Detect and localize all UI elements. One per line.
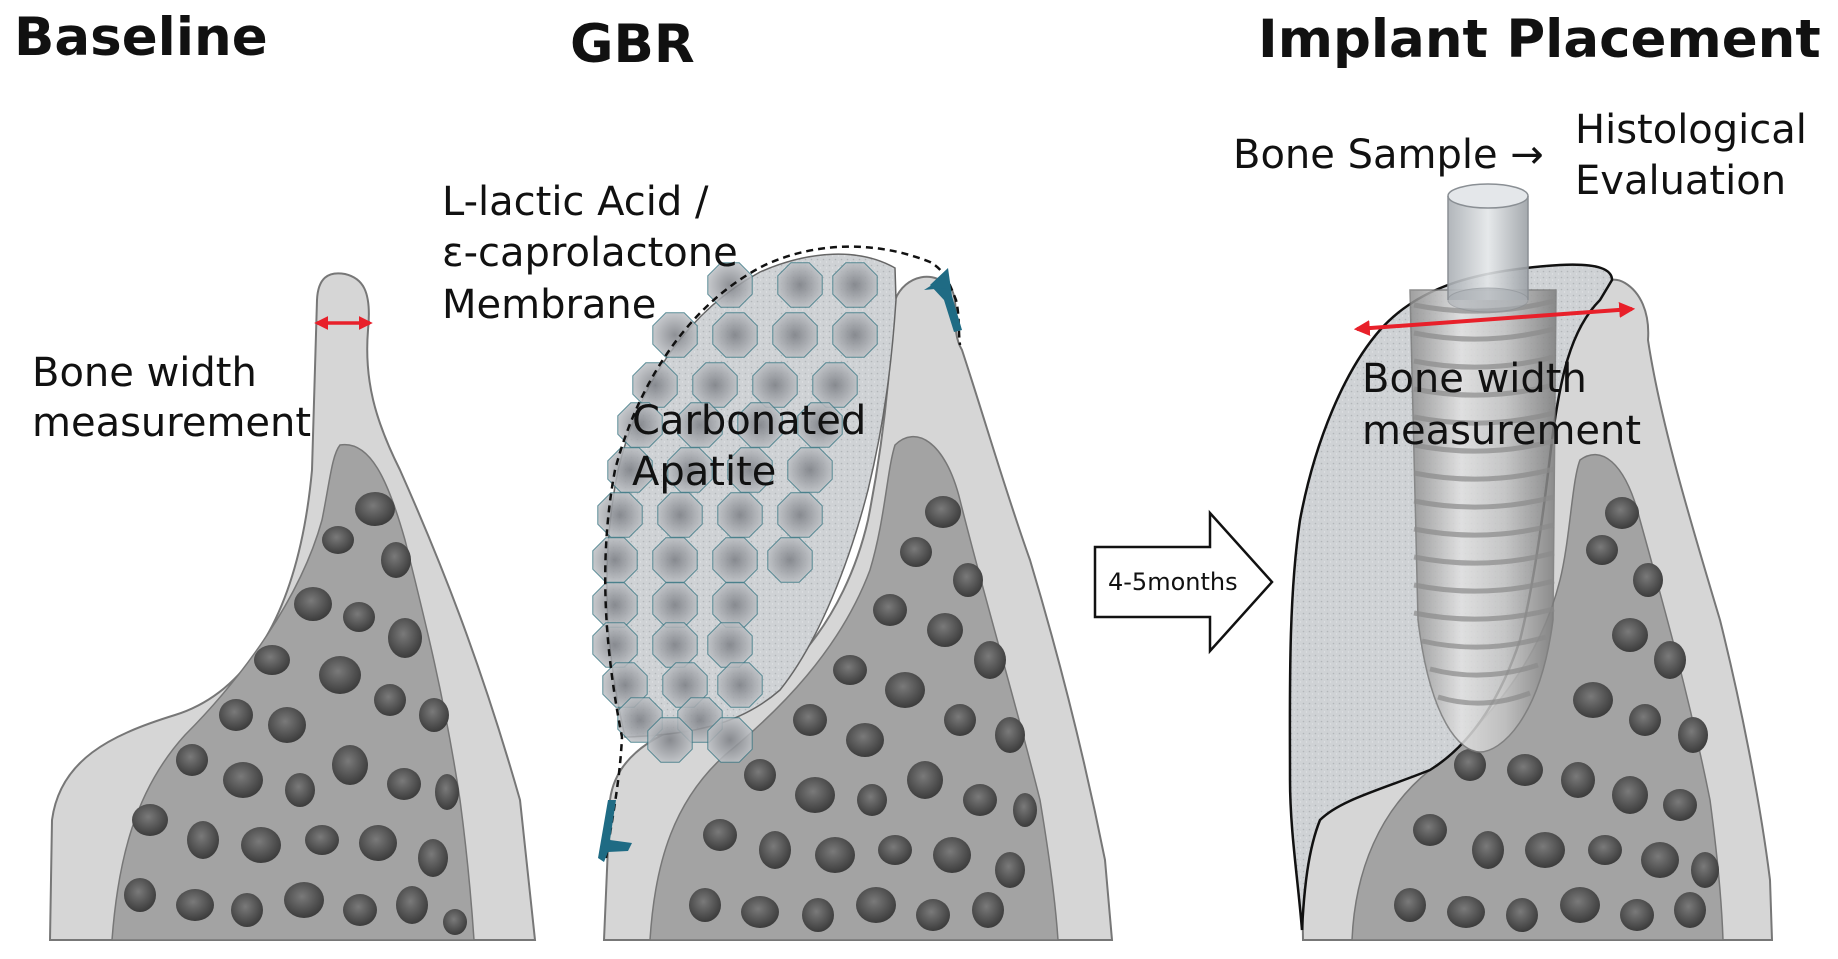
apatite-granule bbox=[812, 362, 858, 408]
baseline-bone-width-label-line2: measurement bbox=[32, 400, 311, 446]
implant-thread bbox=[1413, 606, 1555, 622]
baseline-marrow-spaces bbox=[124, 492, 467, 935]
apatite-granule bbox=[797, 402, 843, 448]
apatite-granule bbox=[652, 622, 698, 668]
apatite-granule bbox=[592, 582, 638, 628]
baseline-bone-width-label-line1: Bone width bbox=[32, 350, 257, 396]
apatite-granule bbox=[717, 662, 763, 708]
implant-thread bbox=[1437, 690, 1531, 706]
baseline-panel bbox=[48, 272, 537, 941]
apatite-granule bbox=[652, 537, 698, 583]
apatite-granule bbox=[667, 447, 713, 493]
membrane-label-line3: Membrane bbox=[442, 282, 656, 328]
title-implant-placement: Implant Placement bbox=[1258, 9, 1821, 70]
gbr-panel bbox=[592, 245, 1114, 941]
apatite-granule bbox=[707, 717, 753, 763]
implant-thread bbox=[1413, 550, 1555, 566]
apatite-granule bbox=[777, 262, 823, 308]
bone-sample-label: Bone Sample → bbox=[1233, 132, 1544, 178]
apatite-granule bbox=[657, 492, 703, 538]
apatite-granule bbox=[717, 492, 763, 538]
membrane-line bbox=[603, 245, 962, 859]
implant-thread bbox=[1413, 438, 1555, 454]
transition-duration-label: 4-5months bbox=[1108, 568, 1238, 596]
implant-thread bbox=[1413, 494, 1555, 510]
implant-thread bbox=[1413, 522, 1555, 538]
membrane-pin-bottom bbox=[598, 800, 632, 862]
apatite-granule bbox=[707, 262, 753, 308]
apatite-granule bbox=[712, 537, 758, 583]
implant-bone-width-label-line2: measurement bbox=[1362, 408, 1641, 454]
implant-thread bbox=[1413, 578, 1555, 594]
apatite-granule bbox=[787, 447, 833, 493]
apatite-label-line2: Apatite bbox=[632, 449, 776, 495]
apatite-granule bbox=[767, 537, 813, 583]
apatite-granule bbox=[832, 262, 878, 308]
implant-thread bbox=[1413, 382, 1555, 398]
apatite-granule bbox=[707, 622, 753, 668]
apatite-granule bbox=[712, 582, 758, 628]
implant-bone-width-label-line1: Bone width bbox=[1362, 356, 1587, 402]
apatite-granule bbox=[712, 312, 758, 358]
apatite-label-line1: Carbonated bbox=[632, 398, 866, 444]
apatite-granules bbox=[592, 262, 878, 763]
implant-thread bbox=[1421, 634, 1547, 650]
implant-thread bbox=[1429, 662, 1539, 678]
apatite-granule bbox=[652, 582, 698, 628]
implant-thread bbox=[1413, 410, 1555, 426]
gbr-marrow-spaces bbox=[689, 496, 1037, 932]
implant-width-measure-arrow bbox=[1353, 301, 1636, 337]
title-gbr: GBR bbox=[570, 14, 695, 75]
histological-label-line2: Evaluation bbox=[1575, 158, 1786, 204]
membrane-pin-top bbox=[924, 268, 962, 332]
apatite-granule bbox=[592, 537, 638, 583]
apatite-granule bbox=[727, 447, 773, 493]
apatite-granule bbox=[617, 402, 663, 448]
title-baseline: Baseline bbox=[14, 7, 268, 68]
apatite-granule bbox=[832, 312, 878, 358]
apatite-granule bbox=[597, 492, 643, 538]
histological-label-line1: Histological bbox=[1575, 107, 1807, 153]
apatite-granule bbox=[737, 402, 783, 448]
apatite-granule bbox=[692, 362, 738, 408]
implant-marrow-spaces bbox=[1394, 497, 1719, 932]
implant-panel bbox=[1288, 183, 1774, 941]
implant-thread bbox=[1413, 466, 1555, 482]
apatite-granule bbox=[632, 362, 678, 408]
time-transition-arrow bbox=[1093, 509, 1274, 655]
apatite-granule bbox=[777, 492, 823, 538]
apatite-granule bbox=[647, 717, 693, 763]
bone-sample-cylinder bbox=[1447, 183, 1529, 313]
apatite-granule bbox=[677, 402, 723, 448]
apatite-granule bbox=[752, 362, 798, 408]
apatite-granule bbox=[592, 622, 638, 668]
membrane-label-line2: ε-caprolactone bbox=[442, 230, 738, 276]
implant-thread bbox=[1413, 354, 1555, 370]
membrane-label-line1: L-lactic Acid / bbox=[442, 179, 709, 225]
apatite-granule bbox=[652, 312, 698, 358]
apatite-granule bbox=[772, 312, 818, 358]
